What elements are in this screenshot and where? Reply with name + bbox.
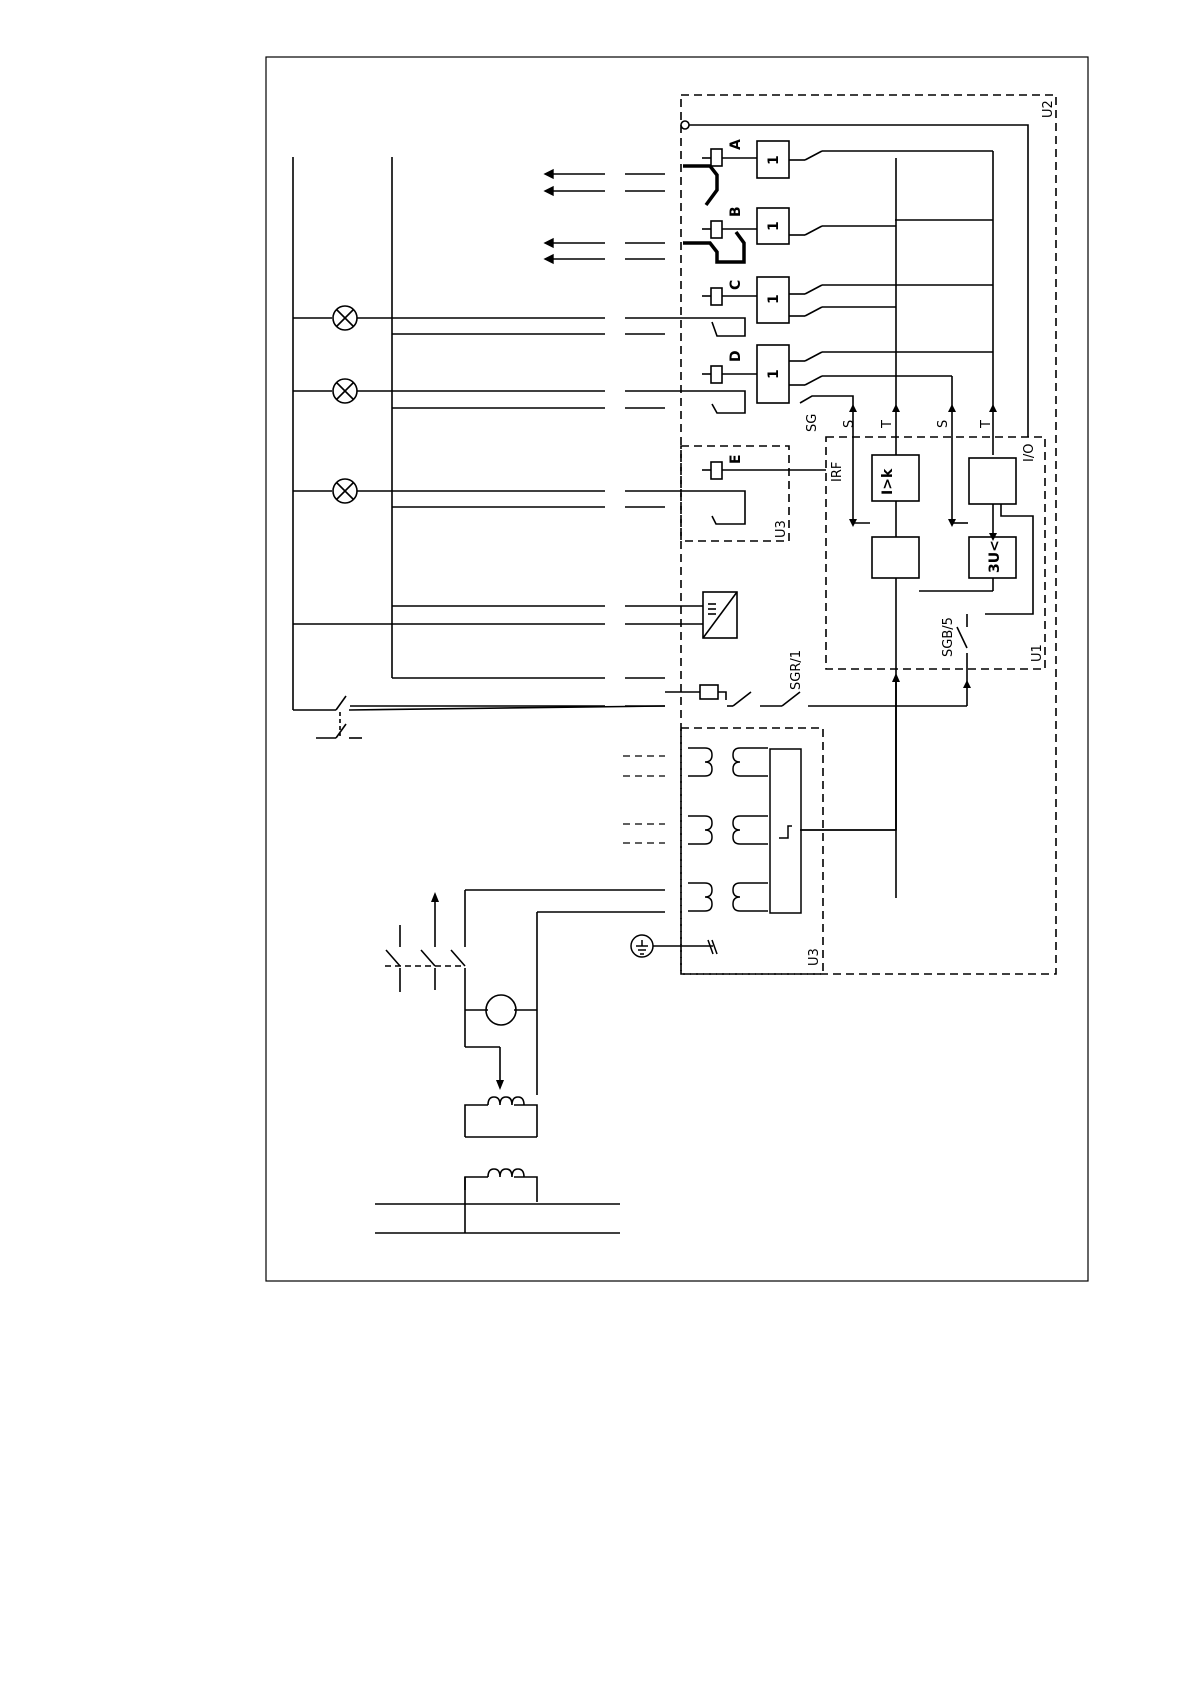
relay-d-label: D (728, 350, 744, 362)
output-arrow-icon (545, 239, 665, 247)
overcurrent-label: I>k (880, 468, 896, 495)
motor-icon (486, 995, 516, 1025)
relay-c-label: C (728, 280, 744, 290)
u3-bottom-label: U3 (807, 948, 822, 966)
module-boundaries (681, 95, 1056, 974)
measuring-block (770, 749, 801, 913)
t2-label: T (979, 420, 994, 429)
filter-block (872, 537, 919, 578)
transformer-coil-icon (688, 883, 768, 911)
u1-label: U1 (1030, 644, 1045, 662)
output-arrow-icon (545, 187, 665, 195)
transformer-coil-icon (688, 816, 768, 844)
u3-top-label: U3 (774, 520, 789, 538)
io-label: I/O (1022, 444, 1037, 462)
output-arrow-icon (545, 170, 665, 178)
relay-e-label: E (728, 454, 744, 464)
undervoltage-label: 3U< (987, 540, 1003, 573)
output-relays (665, 141, 826, 524)
signal-lamp-icon (293, 479, 357, 503)
diagram-frame (266, 57, 1088, 1281)
ct-secondary-stubs (623, 756, 665, 843)
output-arrows (545, 170, 665, 263)
current-transformers (688, 682, 896, 913)
transformer-coil-icon (688, 748, 768, 776)
relay-a-logic-label: 1 (766, 155, 782, 165)
s2-label: S (936, 420, 951, 428)
relay-a-label: A (728, 139, 744, 150)
supply-buses (293, 157, 392, 710)
relay-c-logic-label: 1 (766, 294, 782, 304)
u1-boundary (826, 437, 1045, 669)
relay-d-logic-label: 1 (766, 369, 782, 379)
output-arrow-icon (545, 255, 665, 263)
primary-circuit (293, 696, 665, 1233)
timer-block (969, 458, 1016, 504)
irf-label: IRF (830, 462, 845, 482)
sg-label: SG (805, 414, 820, 432)
control-wiring (681, 121, 1033, 898)
s1-label: S (842, 420, 857, 428)
signal-lamp-icon (293, 306, 357, 330)
earth-icon (631, 935, 717, 957)
signal-lamps (293, 306, 357, 503)
u2-label: U2 (1041, 100, 1056, 118)
dc-dc-converter-icon (665, 592, 737, 638)
t1-label: T (880, 420, 895, 429)
u2-boundary (681, 95, 1056, 974)
primary-arrows (431, 892, 504, 1090)
sgb5-label: SGB/5 (941, 617, 956, 657)
relay-b-label: B (728, 206, 744, 217)
sgr1-label: SGR/1 (789, 650, 804, 690)
lamp-wiring (293, 318, 665, 706)
aux-relay-coil (665, 685, 726, 700)
signal-lamp-icon (293, 379, 357, 403)
relay-b-logic-label: 1 (766, 221, 782, 231)
